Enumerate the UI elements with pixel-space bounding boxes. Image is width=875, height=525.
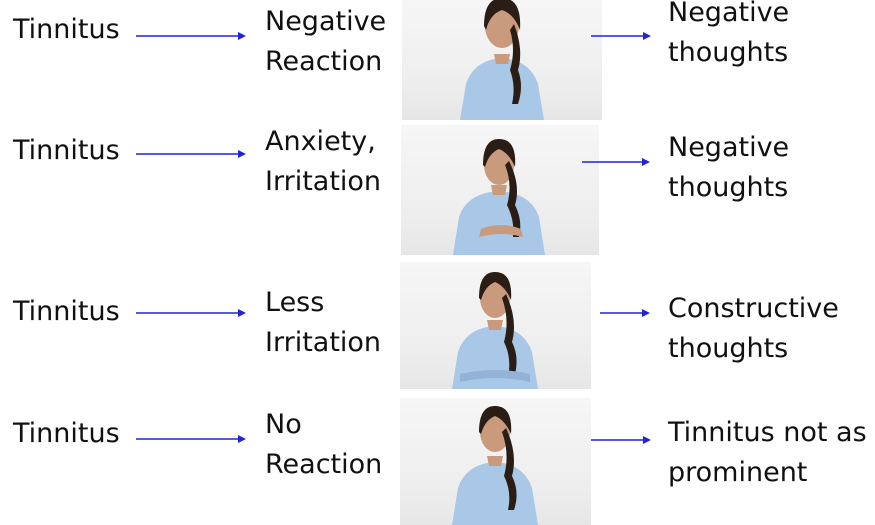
result-label: Tinnitus not as prominent <box>668 417 867 488</box>
woman-portrait-photo <box>401 125 599 255</box>
arrow-icon <box>136 309 246 317</box>
result-label: Negative thoughts <box>668 0 790 68</box>
woman-portrait-icon <box>452 406 538 525</box>
arrow-icon <box>591 32 651 40</box>
woman-portrait-icon <box>453 139 545 255</box>
arrow-icon <box>591 436 651 444</box>
flow-row-1: Tinnitus Negative Reaction Negative thou… <box>0 0 875 125</box>
cause-label: Tinnitus <box>13 296 120 327</box>
cause-label: Tinnitus <box>13 418 120 449</box>
reaction-label: Less Irritation <box>265 287 382 358</box>
woman-portrait-icon <box>452 272 538 389</box>
arrow-icon <box>136 32 246 40</box>
flow-row-2: Tinnitus Anxiety, Irritation Negative th… <box>0 125 875 255</box>
woman-portrait-photo <box>400 262 591 389</box>
cause-label: Tinnitus <box>13 14 120 45</box>
flow-row-3: Tinnitus Less Irritation Constructive th… <box>0 262 875 389</box>
woman-portrait-photo <box>400 398 591 525</box>
woman-portrait-icon <box>460 0 544 120</box>
arrow-icon <box>136 435 246 443</box>
arrow-icon <box>136 150 246 158</box>
flow-row-4: Tinnitus No Reaction Tinnitus not as pro… <box>0 398 875 525</box>
arrow-icon <box>600 309 650 317</box>
arrow-icon <box>582 158 650 166</box>
reaction-label: Anxiety, Irritation <box>265 126 382 197</box>
result-label: Negative thoughts <box>668 132 790 203</box>
result-label: Constructive thoughts <box>668 293 839 364</box>
cause-label: Tinnitus <box>13 135 120 166</box>
reaction-label: No Reaction <box>265 409 383 480</box>
reaction-label: Negative Reaction <box>265 6 387 77</box>
woman-portrait-photo <box>402 0 602 120</box>
